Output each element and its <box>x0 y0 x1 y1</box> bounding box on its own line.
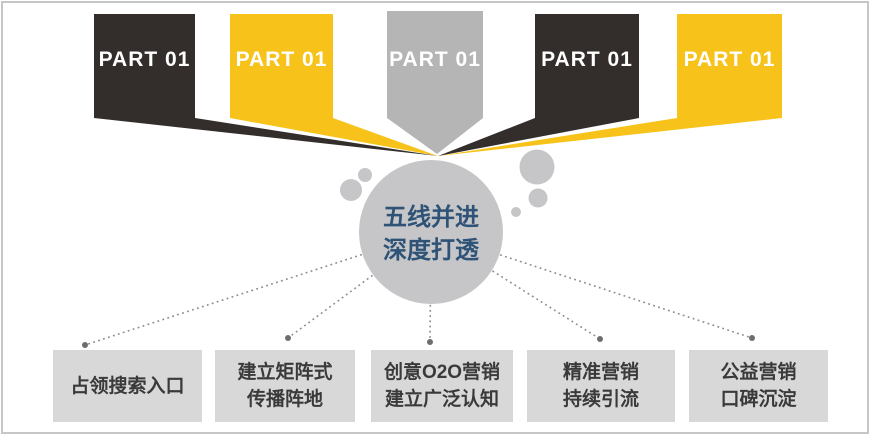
banner-label-1: PART 01 <box>98 48 191 71</box>
end-dot-2 <box>285 335 291 341</box>
strategy-box-2-line1: 建立矩阵式 <box>237 362 333 383</box>
connector-line-1 <box>84 231 432 346</box>
banner-shape-4 <box>438 14 639 156</box>
banner-shape-2 <box>230 14 438 156</box>
center-label-line2: 深度打透 <box>383 237 479 264</box>
end-dot-3 <box>427 339 433 345</box>
strategy-box-4-line2: 持续引流 <box>562 389 639 410</box>
end-dot-5 <box>749 335 755 341</box>
connector-end-dots <box>82 335 755 348</box>
strategy-box-4: 精准营销 持续引流 <box>527 350 675 422</box>
banner-label-3: PART 01 <box>389 48 481 71</box>
connector-line-4 <box>430 231 601 340</box>
strategy-box-1: 占领搜索入口 <box>53 350 202 422</box>
end-dot-4 <box>597 336 603 342</box>
banner-label-5: PART 01 <box>683 48 776 71</box>
banner-label-4: PART 01 <box>541 48 633 71</box>
banner-label-2: PART 01 <box>235 48 328 71</box>
strategy-box-2-line2: 传播阵地 <box>246 389 323 410</box>
bubble-right-medium <box>528 188 548 208</box>
strategy-box-5: 公益营销 口碑沉淀 <box>689 350 828 422</box>
strategy-box-1-line1: 占领搜索入口 <box>70 375 185 397</box>
banner-shape-3 <box>387 11 483 154</box>
decor-bubbles <box>340 149 555 217</box>
center-circle-label: 五线并进 深度打透 <box>331 201 531 269</box>
bubble-right-small <box>511 207 521 217</box>
strategy-box-3-line2: 建立广泛认知 <box>384 389 499 410</box>
banner-shape-5 <box>438 14 782 156</box>
center-circle <box>359 160 503 304</box>
strategy-box-5-line1: 公益营销 <box>720 362 797 383</box>
center-label-line1: 五线并进 <box>383 204 479 231</box>
dotted-connector-lines <box>84 231 753 346</box>
strategy-box-3: 创意O2O营销 建立广泛认知 <box>371 350 513 422</box>
strategy-box-3-line1: 创意O2O营销 <box>383 362 501 383</box>
connector-line-2 <box>287 231 432 339</box>
bubble-left-small <box>358 168 372 182</box>
bubble-left-large <box>340 179 362 201</box>
strategy-box-5-line2: 口碑沉淀 <box>720 389 797 410</box>
end-dot-1 <box>82 342 88 348</box>
strategy-box-4-line1: 精准营销 <box>562 362 639 383</box>
banner-shape-1 <box>94 14 438 156</box>
bubble-right-large <box>519 149 555 185</box>
strategy-box-2: 建立矩阵式 传播阵地 <box>215 350 355 422</box>
connector-line-5 <box>430 231 753 339</box>
